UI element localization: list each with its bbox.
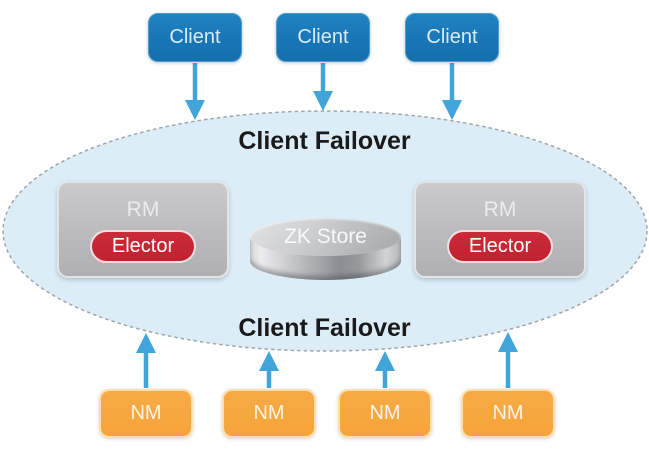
zk-store-cylinder-top: ZK Store	[250, 218, 401, 256]
client-box-2: Client	[276, 13, 370, 62]
elector-label: Elector	[111, 235, 175, 257]
nm-label: NM	[130, 402, 162, 424]
client-label: Client	[169, 26, 221, 48]
rm-box-left: RM Elector	[57, 181, 229, 278]
client-arrow-down-2	[313, 63, 333, 111]
client-box-3: Client	[405, 13, 499, 62]
client-arrow-down-3	[442, 63, 462, 120]
elector-badge: Elector	[90, 230, 196, 263]
client-label: Client	[297, 26, 349, 48]
client-failover-top-label: Client Failover	[238, 127, 411, 155]
rm-label: RM	[126, 198, 160, 221]
nm-box-3: NM	[338, 389, 432, 438]
client-failover-bottom-label: Client Failover	[238, 314, 411, 342]
rm-box-right: RM Elector	[414, 181, 586, 278]
nm-label: NM	[253, 402, 285, 424]
zk-store-label: ZK Store	[284, 225, 367, 248]
nm-arrow-up-4	[498, 332, 518, 388]
nm-arrow-up-2	[259, 351, 279, 388]
nm-arrow-up-1	[136, 333, 156, 388]
nm-box-4: NM	[461, 389, 555, 438]
client-label: Client	[426, 26, 478, 48]
zk-store-cylinder: ZK Store	[250, 218, 401, 280]
nm-label: NM	[369, 402, 401, 424]
nm-box-1: NM	[99, 389, 193, 438]
elector-badge: Elector	[447, 230, 553, 263]
nm-arrow-up-3	[375, 351, 395, 388]
client-box-1: Client	[148, 13, 242, 62]
nm-box-2: NM	[222, 389, 316, 438]
client-arrow-down-1	[185, 63, 205, 120]
rm-label: RM	[483, 198, 517, 221]
nm-label: NM	[492, 402, 524, 424]
elector-label: Elector	[468, 235, 532, 257]
